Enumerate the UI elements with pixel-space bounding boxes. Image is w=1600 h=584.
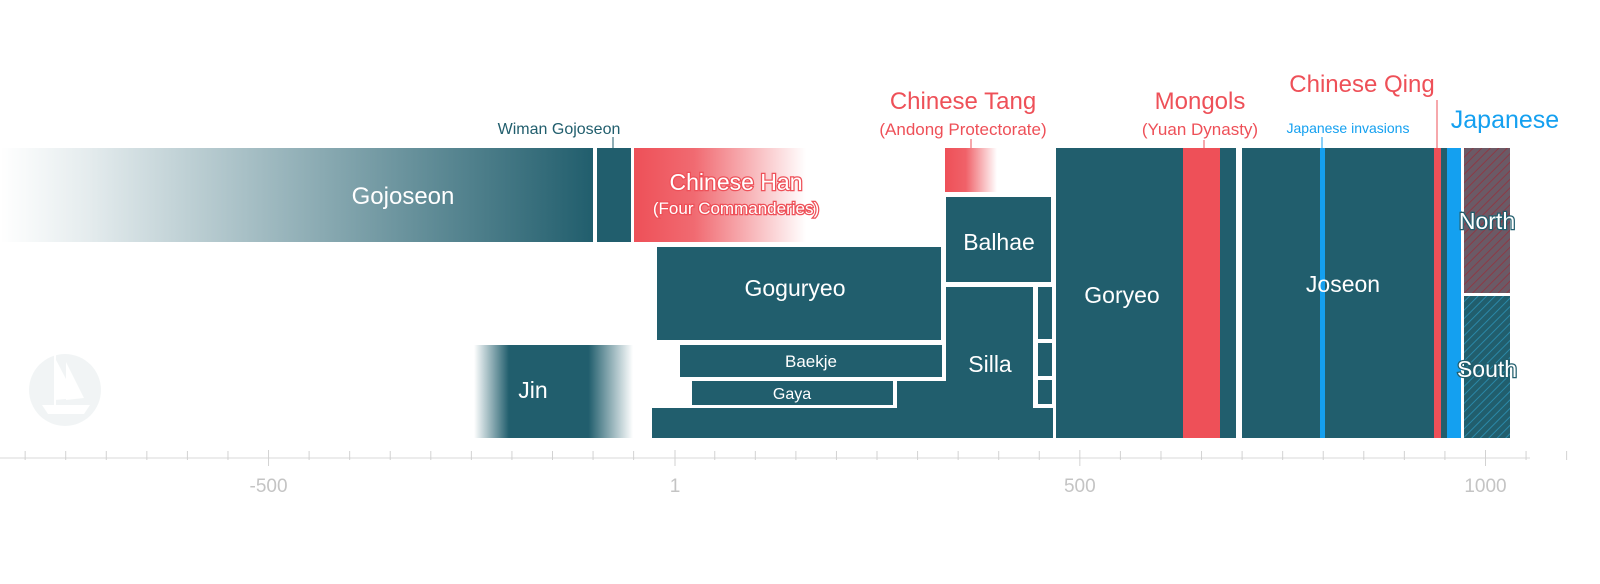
axis-tick-label: 1 <box>670 476 681 497</box>
silla-late-segment-3 <box>1038 380 1052 404</box>
goguryeo-bar <box>657 247 941 340</box>
north-korea-bar <box>1464 148 1510 293</box>
sailing-ship-icon <box>29 352 101 426</box>
chinese-tang-sublabel: (Andong Protectorate) <box>879 120 1046 139</box>
joseon-late-bar <box>1441 148 1447 438</box>
japanese-rule-label: Japanese <box>1451 106 1559 134</box>
gojoseon-label: Gojoseon <box>352 183 455 210</box>
goryeo-label: Goryeo <box>1084 282 1159 308</box>
jin-label: Jin <box>518 377 547 403</box>
silla-label: Silla <box>968 351 1012 377</box>
chinese-tang-label: Chinese Tang <box>890 88 1036 115</box>
chinese-han-label: Chinese Han <box>670 169 803 195</box>
south-korea-label: South <box>1457 356 1517 382</box>
mongols-sublabel: (Yuan Dynasty) <box>1142 120 1258 139</box>
chinese-han-sublabel: (Four Commanderies) <box>653 199 819 218</box>
gojoseon-bar <box>0 148 593 242</box>
balhae-label: Balhae <box>963 229 1035 255</box>
gaya-label: Gaya <box>773 386 811 403</box>
silla-bar <box>652 287 1053 438</box>
gaya-bar <box>692 381 893 405</box>
axis-ticks <box>24 450 1568 466</box>
goryeo-bar <box>1056 148 1183 438</box>
chinese-tang-bar <box>945 148 997 192</box>
japanese-rule-bar <box>1447 148 1461 438</box>
baekje-bar <box>680 345 942 377</box>
silla-late-segment-2 <box>1038 343 1052 376</box>
chinese-han-bar <box>634 148 806 242</box>
goguryeo-label: Goguryeo <box>744 275 845 301</box>
chinese-qing-label: Chinese Qing <box>1289 71 1434 98</box>
south-korea-bar <box>1464 296 1510 438</box>
goryeo-late-bar <box>1220 148 1236 438</box>
axis-tick-label: 1000 <box>1464 476 1506 497</box>
chinese-qing-bar <box>1434 148 1441 438</box>
jin-bar <box>474 345 633 438</box>
mongols-label: Mongols <box>1155 88 1246 115</box>
japanese-invasions-label: Japanese invasions <box>1287 120 1410 136</box>
mongols-bar <box>1183 148 1220 438</box>
silla-late-segment-1 <box>1038 287 1052 339</box>
axis-tick-label: -500 <box>250 476 288 497</box>
north-korea-label: North <box>1459 208 1515 234</box>
balhae-bar <box>946 197 1051 282</box>
japanese-invasions-line <box>1320 148 1325 438</box>
axis-tick-label: 500 <box>1064 476 1096 497</box>
wiman-gojoseon-bar <box>597 148 631 242</box>
joseon-label: Joseon <box>1306 271 1380 297</box>
joseon-bar <box>1242 148 1434 438</box>
wiman-gojoseon-label: Wiman Gojoseon <box>498 121 621 138</box>
baekje-label: Baekje <box>785 352 837 371</box>
